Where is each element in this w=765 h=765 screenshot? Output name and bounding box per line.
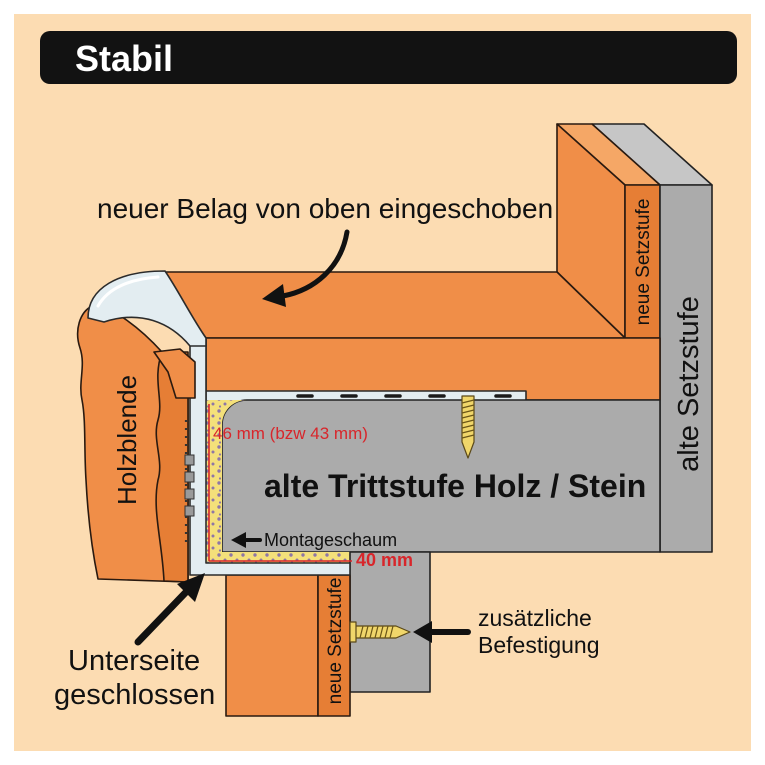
screw-thread-line <box>461 429 475 434</box>
fascia-clip <box>184 505 195 517</box>
screw-thread-line <box>461 409 475 414</box>
mounting-foam-label: Montageschaum <box>264 530 397 550</box>
screw-thread-line <box>379 625 384 639</box>
screw-thread-line <box>461 404 475 409</box>
wood-fascia-label: Holzblende <box>112 375 142 505</box>
lower-screw <box>349 621 411 643</box>
new-tread-label: neuer Belag von oben eingeschoben <box>97 193 553 224</box>
wood-fascia-molded-face <box>155 351 189 583</box>
new-riser-upper-label: neue Setzstufe <box>633 199 654 326</box>
screw-thread-line <box>374 625 379 639</box>
bottom-dimension-label: 40 mm <box>356 550 413 570</box>
old-tread-label: alte Trittstufe Holz / Stein <box>264 468 646 504</box>
new-riser-lower-section <box>317 574 351 717</box>
screw-thread-line <box>461 419 475 424</box>
upper-screw-threads <box>461 399 475 439</box>
underside-label-line-1: Unterseite <box>68 645 200 677</box>
foam-pointer-arrowhead <box>231 532 246 548</box>
new-tread-top-face <box>159 271 626 339</box>
new-riser-lower-label: neue Setzstufe <box>325 578 346 705</box>
nosing-highlight <box>96 275 160 308</box>
height-dimension-label: 46 mm (bzw 43 mm) <box>213 424 368 443</box>
screw-thread-line <box>461 434 475 439</box>
screw-thread-line <box>384 625 389 639</box>
upper-screw <box>461 395 475 459</box>
screw-thread-line <box>461 414 475 419</box>
fascia-clip <box>184 488 195 500</box>
insert-direction-arrowhead <box>262 284 286 307</box>
old-riser-lower-block <box>349 551 431 693</box>
screw-thread-line <box>364 625 369 639</box>
wood-fascia-tongue <box>153 348 196 399</box>
old-riser-label: alte Setzstufe <box>673 296 705 472</box>
underside-label-line-2: geschlossen <box>54 679 215 711</box>
lower-screw-threads <box>359 625 394 639</box>
aluminium-nosing <box>87 270 207 347</box>
screw-thread-line <box>369 625 374 639</box>
insert-direction-arrow-shaft <box>280 229 350 299</box>
new-riser-lower-face <box>225 574 319 717</box>
fascia-clip <box>184 471 195 483</box>
title-bar <box>40 31 737 84</box>
underside-pointer-arrowhead <box>177 573 205 602</box>
extra-fixing-label-line-2: Befestigung <box>478 632 599 658</box>
underside-pointer-arrow-shaft <box>134 586 192 646</box>
lower-screw-head <box>349 621 357 643</box>
extra-fixing-label-line-1: zusätzliche <box>478 605 592 631</box>
screw-thread-line <box>359 625 364 639</box>
fascia-clip <box>184 454 195 466</box>
screw-thread-line <box>461 424 475 429</box>
mounting-foam-texture <box>206 400 350 563</box>
screw-thread-line <box>461 399 475 404</box>
screw-thread-line <box>389 625 394 639</box>
new-riser-upper-section <box>624 184 661 339</box>
fixing-pointer-arrowhead <box>413 621 432 643</box>
title-text: Stabil <box>75 38 173 79</box>
